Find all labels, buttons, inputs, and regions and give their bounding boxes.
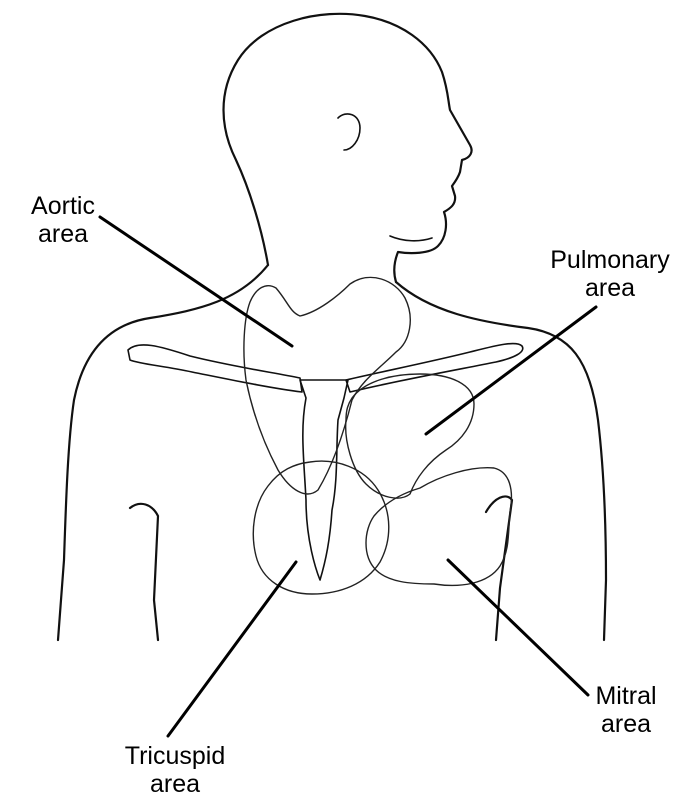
mitral-label: Mitral area xyxy=(576,682,676,738)
tricuspid-label-line2: area xyxy=(100,770,250,798)
mitral-label-line1: Mitral xyxy=(576,682,676,710)
aortic-leader xyxy=(100,217,292,346)
pulmonary-label-line2: area xyxy=(535,274,685,302)
aortic-label-line2: area xyxy=(8,220,118,248)
aortic-label: Aortic area xyxy=(8,192,118,248)
aortic-label-line1: Aortic xyxy=(8,192,118,220)
mitral-leader xyxy=(448,560,588,695)
pulmonary-label-line1: Pulmonary xyxy=(535,246,685,274)
tricuspid-leader xyxy=(168,562,296,736)
pulmonary-region xyxy=(346,374,474,498)
left-armpit xyxy=(130,504,158,640)
tricuspid-label-line1: Tricuspid xyxy=(100,742,250,770)
right-clavicle xyxy=(346,344,523,392)
pulmonary-label: Pulmonary area xyxy=(535,246,685,302)
mitral-region xyxy=(366,468,511,586)
left-shoulder-arm xyxy=(58,265,268,640)
neck-shadow xyxy=(390,236,432,241)
tricuspid-label: Tricuspid area xyxy=(100,742,250,798)
left-clavicle xyxy=(128,345,302,392)
mitral-label-line2: area xyxy=(576,710,676,738)
ear-outline xyxy=(338,114,360,150)
head-outline xyxy=(224,14,472,282)
